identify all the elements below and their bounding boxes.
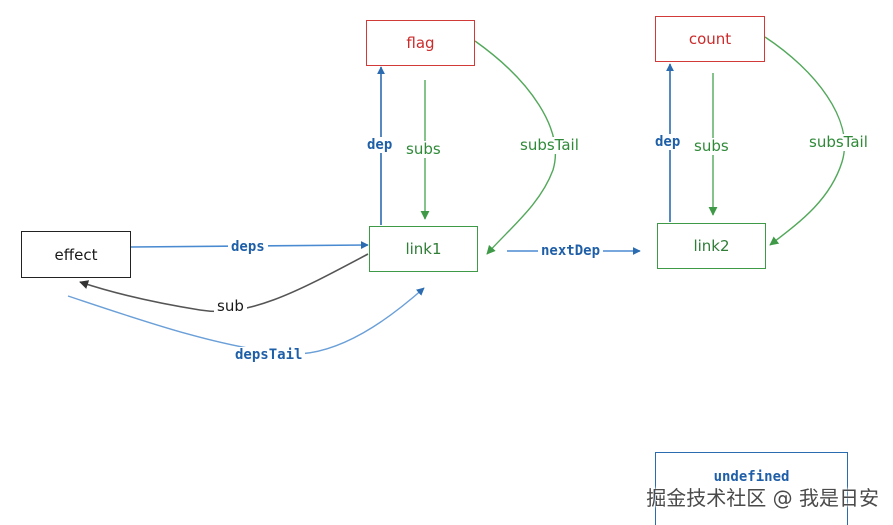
node-effect: effect xyxy=(21,231,131,278)
node-count: count xyxy=(655,16,765,62)
edge-label-subs-left: subs xyxy=(403,141,444,158)
node-link2-label: link2 xyxy=(693,237,730,255)
arrow-sub xyxy=(79,253,369,313)
node-link1: link1 xyxy=(369,226,478,272)
edge-label-subsTail-right: subsTail xyxy=(806,134,871,151)
node-effect-label: effect xyxy=(54,245,98,264)
edge-label-sub: sub xyxy=(214,298,247,315)
edge-label-nextDep: nextDep xyxy=(538,243,604,259)
edge-label-depsTail: depsTail xyxy=(232,347,306,363)
arrow-subsTail-left xyxy=(474,40,557,255)
node-count-label: count xyxy=(688,30,732,48)
edge-label-dep-right: dep xyxy=(652,134,684,150)
watermark-text: 掘金技术社区 @ 我是日安 xyxy=(646,486,879,510)
node-flag-label: flag xyxy=(406,34,435,52)
edge-label-dep-left: dep xyxy=(364,137,396,153)
edge-label-subsTail-left: subsTail xyxy=(517,137,582,154)
node-flag: flag xyxy=(366,20,475,66)
node-link1-label: link1 xyxy=(405,240,442,258)
node-undefined: undefined xyxy=(655,452,848,525)
arrow-subsTail-right xyxy=(764,36,846,246)
edge-label-deps: deps xyxy=(228,239,268,255)
node-undefined-label: undefined xyxy=(713,469,790,485)
node-link2: link2 xyxy=(657,223,766,269)
edge-label-subs-right: subs xyxy=(691,138,732,155)
